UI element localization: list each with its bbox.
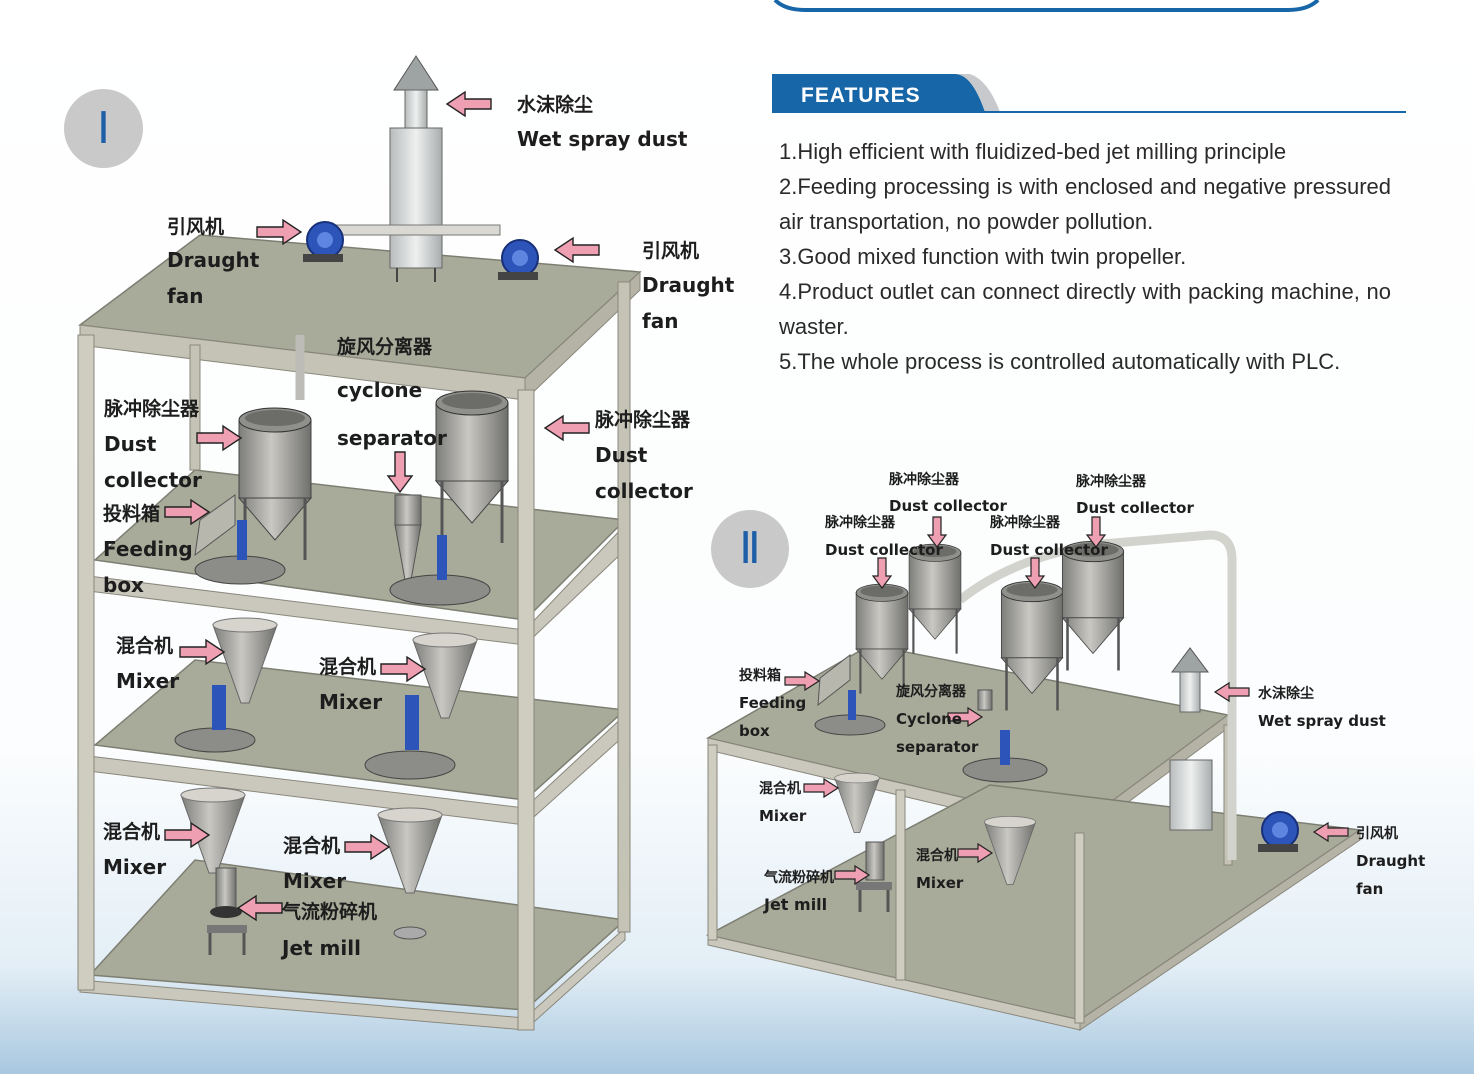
feature-item-5: 5.The whole process is controlled automa… <box>779 349 1341 374</box>
cyclone-en1: cyclone <box>337 378 422 402</box>
wet-spray-en: Wet spray dust <box>517 127 688 151</box>
feeding-en1: Feeding <box>103 537 193 561</box>
feeding-box <box>194 494 236 557</box>
mixer2b-en: Mixer <box>916 874 964 892</box>
plant-diagram-two: 脉冲除尘器 Dust collector 脉冲除尘器 Dust collecto… <box>705 471 1425 1031</box>
draught-fan-right <box>497 239 539 281</box>
cyclone-separator-two <box>977 689 993 711</box>
mixer2a-en: Mixer <box>759 807 807 825</box>
fan-right-en2: fan <box>642 309 678 333</box>
feeding2-en1: Feeding <box>739 694 806 712</box>
dust-c-cn: 脉冲除尘器 <box>824 514 896 531</box>
fan-left-en1: Draught <box>167 248 260 272</box>
feeding-cn: 投料箱 <box>103 502 160 525</box>
header-frame-edge <box>773 0 1320 12</box>
dust-collector-d <box>1061 540 1125 672</box>
wet-spray2-cn: 水沫除尘 <box>1258 685 1314 702</box>
dust-a-en: Dust collector <box>889 497 1007 515</box>
feature-item-1: 1.High efficient with fluidized-bed jet … <box>779 139 1287 164</box>
dust-d-cn: 脉冲除尘器 <box>989 514 1061 531</box>
section-badge-two: Ⅱ <box>711 510 789 588</box>
mixer-tier-one-right <box>377 807 443 894</box>
feature-item-4: 4.Product outlet can connect directly wi… <box>779 279 1391 339</box>
dust-a-cn: 脉冲除尘器 <box>888 471 960 488</box>
jet-mill-two <box>856 841 892 912</box>
dust-right-en2: collector <box>595 479 693 503</box>
dust-left-cn: 脉冲除尘器 <box>103 397 200 420</box>
fan2-en1: Draught <box>1356 852 1425 870</box>
feature-item-2: 2.Feeding processing is with enclosed an… <box>779 174 1391 234</box>
feature-item-3: 3.Good mixed function with twin propelle… <box>779 244 1187 269</box>
dust-left-en1: Dust <box>104 432 157 456</box>
cyclone-separator <box>394 494 422 581</box>
dust-b-en: Dust collector <box>1076 499 1194 517</box>
plant-diagram-one: 水沫除尘 Wet spray dust 引风机 Draught fan 引风机 … <box>77 55 735 1031</box>
jetmill2-en: Jet mill <box>763 895 827 914</box>
feeding2-en2: box <box>739 722 770 740</box>
column-front-left <box>77 334 95 991</box>
cyclone-en2: separator <box>337 426 447 450</box>
fan-right-en1: Draught <box>642 273 735 297</box>
features-title: FEATURES <box>801 84 921 107</box>
cyclone2-en2: separator <box>896 738 979 756</box>
mixer2-en: Mixer <box>319 690 382 714</box>
feeding-box-two <box>817 653 851 707</box>
fan-left-cn: 引风机 <box>167 216 224 238</box>
duct-top <box>329 224 501 236</box>
wet-spray-cn: 水沫除尘 <box>517 93 593 116</box>
dust-right-cn: 脉冲除尘器 <box>594 408 691 431</box>
cyclone2-cn: 旋风分离器 <box>895 683 967 700</box>
feeding2-cn: 投料箱 <box>739 667 781 684</box>
jetmill-cn: 气流粉碎机 <box>281 900 377 923</box>
cyclone2-en1: Cyclone <box>896 710 962 728</box>
dust-left-en2: collector <box>104 468 202 492</box>
mixer2a-cn: 混合机 <box>759 780 801 797</box>
column-front-right <box>517 389 535 1031</box>
dust-c-en: Dust collector <box>825 541 943 559</box>
mixer3-en: Mixer <box>103 855 166 879</box>
dust-b-cn: 脉冲除尘器 <box>1075 473 1147 490</box>
fan-left-en2: fan <box>167 284 203 308</box>
features-heading-bar <box>772 74 1406 113</box>
dust-collector-b <box>908 543 962 655</box>
cyclone-cn: 旋风分离器 <box>336 335 433 358</box>
draught-fan-left <box>302 221 344 263</box>
mixer3-cn: 混合机 <box>103 820 160 843</box>
wet-spray-dust-tower-two <box>1169 647 1213 831</box>
jetmill-en: Jet mill <box>280 936 361 960</box>
fan-right-cn: 引风机 <box>642 240 699 262</box>
mixer-two-left <box>834 772 880 833</box>
dust-right-en1: Dust <box>595 443 648 467</box>
features-list: 1.High efficient with fluidized-bed jet … <box>779 134 1391 379</box>
feeding-en2: box <box>103 573 144 597</box>
mixer2-cn: 混合机 <box>319 655 376 678</box>
mixer2b-cn: 混合机 <box>916 847 958 864</box>
jet-mill <box>207 867 247 955</box>
mixer1-cn: 混合机 <box>116 634 173 657</box>
wet-spray-dust-tower <box>389 55 443 282</box>
mixer1-en: Mixer <box>116 669 179 693</box>
jetmill2-cn: 气流粉碎机 <box>763 869 834 886</box>
dust-d-en: Dust collector <box>990 541 1108 559</box>
mixer4-cn: 混合机 <box>283 834 340 857</box>
mixer4-en: Mixer <box>283 869 346 893</box>
fan2-cn: 引风机 <box>1356 825 1398 842</box>
wet-spray2-en: Wet spray dust <box>1258 712 1386 730</box>
fan2-en2: fan <box>1356 880 1383 898</box>
column-back-right <box>617 281 631 933</box>
section-badge-one: Ⅰ <box>64 89 143 168</box>
